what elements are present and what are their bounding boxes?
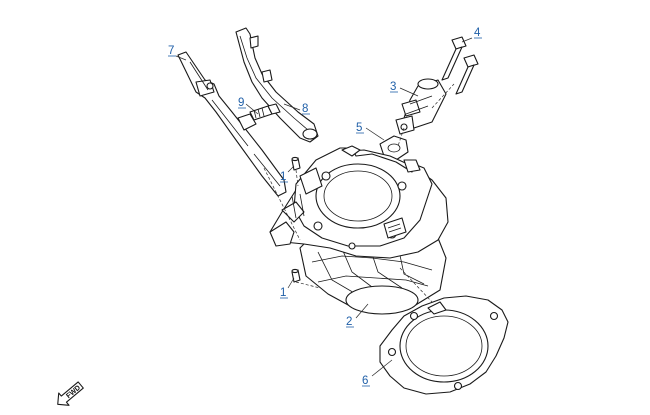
fwd-arrow-icon: FWD	[57, 381, 84, 406]
part-1-dowel-pin-lower	[291, 268, 301, 283]
callout-3[interactable]: 3	[390, 81, 398, 93]
callout-label[interactable]: 1	[280, 287, 286, 299]
callout-label[interactable]: 5	[356, 122, 362, 134]
callout-label[interactable]: 3	[390, 81, 396, 93]
callout-label[interactable]: 6	[362, 375, 368, 387]
callout-label[interactable]: 2	[346, 316, 352, 328]
callout-1-lower[interactable]: 1	[280, 287, 288, 299]
callout-8[interactable]: 8	[302, 103, 310, 115]
callout-label[interactable]: 9	[238, 97, 244, 109]
callout-label[interactable]: 1	[280, 171, 286, 183]
callout-label[interactable]: 7	[168, 45, 174, 57]
callout-5[interactable]: 5	[356, 122, 364, 134]
callout-4[interactable]: 4	[474, 27, 482, 39]
alignment-lines	[263, 83, 455, 303]
part-3-tensioner	[395, 78, 447, 135]
part-1-dowel-pin-upper	[291, 156, 301, 171]
callout-label[interactable]: 4	[474, 27, 481, 39]
callout-1-upper[interactable]: 1	[280, 171, 288, 183]
callout-6[interactable]: 6	[362, 375, 370, 387]
callout-2[interactable]: 2	[346, 316, 354, 328]
callout-label[interactable]: 8	[302, 103, 308, 115]
callout-7[interactable]: 7	[168, 45, 176, 57]
part-6-base-gasket	[379, 295, 509, 395]
part-8-tensioner-blade	[235, 27, 319, 143]
leader-lines	[175, 37, 473, 377]
callout-9[interactable]: 9	[238, 97, 246, 109]
part-4-bolts	[441, 36, 479, 95]
part-7-chain-guide	[177, 51, 287, 197]
part-2-cylinder-block	[269, 145, 449, 315]
part-9-bolt	[249, 103, 281, 121]
